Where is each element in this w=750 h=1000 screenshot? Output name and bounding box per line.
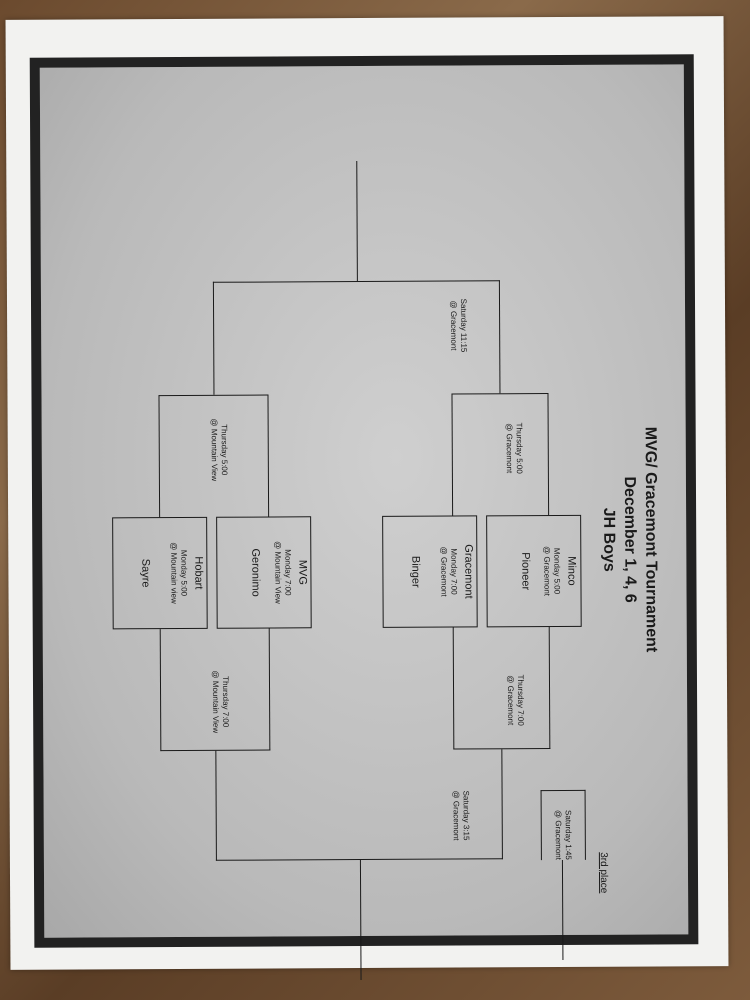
semi-lb-day: Thursday 5:00 xyxy=(219,424,229,476)
paper-sheet: MVG/ Gracemont Tournament December 1, 4,… xyxy=(5,16,729,981)
tournament-bracket: MVG/ Gracemont Tournament December 1, 4,… xyxy=(27,89,672,981)
team-minco: Minco xyxy=(565,556,578,586)
semi-left-top-bracket xyxy=(451,393,550,516)
team-gracemont: Gracemont xyxy=(462,544,475,599)
team-hobart: Hobart xyxy=(192,556,205,590)
final-right-day: Saturday 3:15 xyxy=(461,790,471,841)
semi-rt-site: @ Gracemont xyxy=(505,675,516,726)
semi-lb-site: @ Mountain View xyxy=(209,418,219,482)
team-geronimo: Geronimo xyxy=(249,548,262,597)
third-place-label: 3rd place xyxy=(597,852,610,894)
team-mvg: MVG xyxy=(296,559,309,585)
bracket-title: MVG/ Gracemont Tournament December 1, 4,… xyxy=(600,426,660,653)
team-sayre: Sayre xyxy=(139,558,152,588)
match-1-site: @ Gracemont xyxy=(542,546,552,597)
semi-lt-day: Thursday 5:00 xyxy=(514,422,524,474)
printed-area: MVG/ Gracemont Tournament December 1, 4,… xyxy=(29,54,699,981)
third-place-site: @ Gracemont xyxy=(553,810,563,860)
match-1-day: Monday 5:00 xyxy=(552,547,562,595)
match-2-site: @ Gracemont xyxy=(439,546,449,597)
final-left-day: Saturday 11:15 xyxy=(458,298,469,353)
semi-rt-day: Thursday 7:00 xyxy=(515,674,526,726)
final-left-site: @ Gracemont xyxy=(448,300,459,351)
final-right-site: @ Gracemont xyxy=(451,790,461,841)
team-binger: Binger xyxy=(409,555,422,588)
champion-line-right xyxy=(359,860,362,981)
semi-right-top-bracket xyxy=(452,627,551,750)
semi-rb-site: @ Mountain View xyxy=(210,670,221,734)
team-pioneer: Pioneer xyxy=(519,552,532,591)
match-4-day: Monday 5:00 xyxy=(179,549,189,597)
match-3-site: @ Mountain View xyxy=(273,541,283,604)
third-place-line xyxy=(561,859,564,960)
third-place-day: Saturday 1:45 xyxy=(563,810,573,860)
champion-line-left xyxy=(355,161,358,282)
match-3-day: Monday 7:00 xyxy=(283,549,293,596)
semi-lt-site: @ Gracemont xyxy=(504,423,514,474)
match-2-day: Monday 7:00 xyxy=(449,548,459,595)
semi-rb-day: Thursday 7:00 xyxy=(220,676,231,728)
match-4-site: @ Mountain view xyxy=(169,542,179,604)
